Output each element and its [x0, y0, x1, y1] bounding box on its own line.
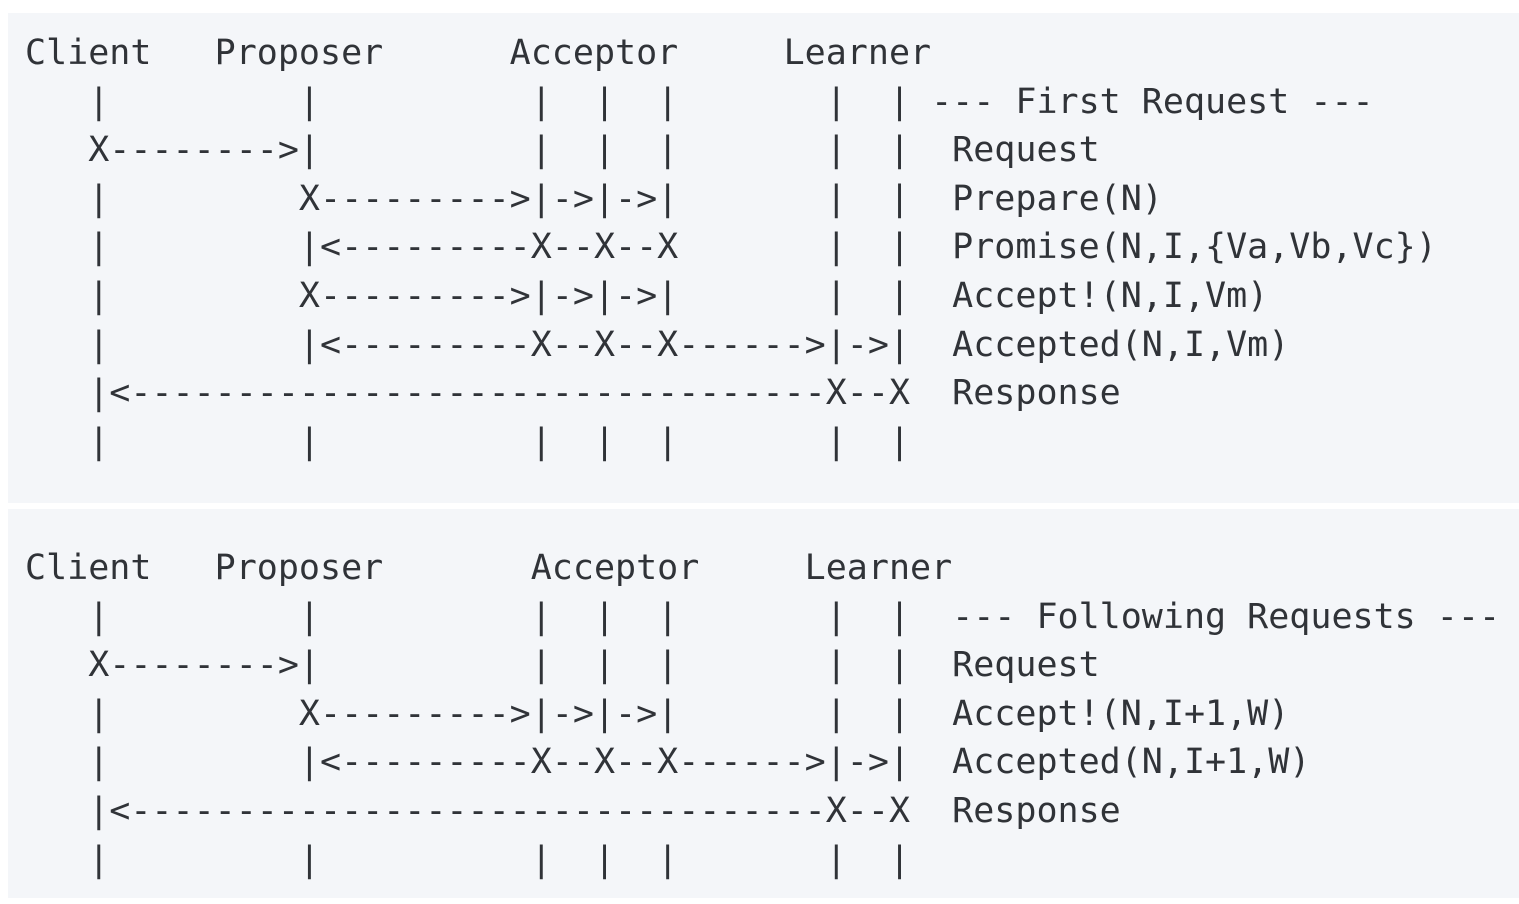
- following-requests-sequence-diagram: Client Proposer Acceptor Learner | | | |…: [8, 509, 1519, 898]
- first-request-sequence-diagram: Client Proposer Acceptor Learner | | | |…: [8, 13, 1519, 503]
